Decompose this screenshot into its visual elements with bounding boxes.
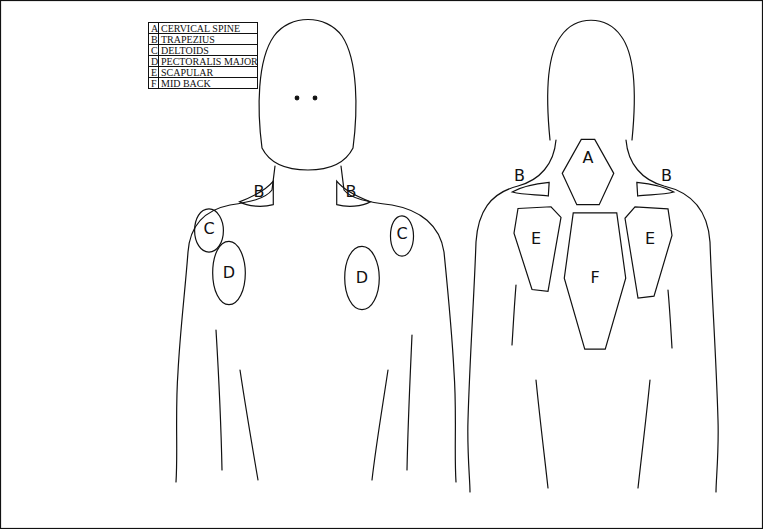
table-name: MID BACK (158, 77, 258, 89)
back-torso-line (536, 380, 548, 488)
region-outline-path (390, 216, 413, 256)
eye (295, 96, 299, 100)
back-torso-line (638, 380, 650, 488)
region-outline-path (562, 139, 614, 204)
back-right-side (626, 140, 718, 492)
front-torso-line (372, 370, 388, 480)
muscle-region: D (212, 240, 246, 306)
front-inner-arm (216, 330, 222, 470)
region-letter: B (254, 184, 265, 200)
front-right-side (341, 166, 456, 482)
back-left-side (468, 140, 556, 492)
region-letter: F (590, 270, 599, 286)
muscle-region: B (238, 180, 274, 208)
region-letter: E (645, 231, 655, 247)
back-inner-arm (512, 285, 516, 345)
region-outline-path (512, 182, 549, 196)
region-letter: B (346, 184, 357, 200)
region-letter: E (531, 231, 541, 247)
muscle-region: B (636, 168, 678, 208)
region-outline-path (213, 241, 246, 304)
front-torso-line (240, 370, 258, 480)
region-outline-path (345, 246, 380, 309)
region-letter: B (661, 168, 672, 184)
region-letter: B (514, 168, 525, 184)
region-outline-path (564, 213, 625, 349)
muscle-region: E (512, 205, 562, 293)
region-letter: A (583, 150, 594, 166)
region-letter: C (203, 221, 214, 237)
front-left-side (176, 166, 275, 482)
region-outline-path (195, 209, 224, 252)
region-outline (560, 138, 616, 206)
muscle-region: B (336, 180, 372, 208)
region-outline-path (637, 182, 674, 196)
region-letter: C (396, 226, 407, 242)
back-inner-arm (668, 290, 672, 348)
back-head (548, 20, 635, 140)
muscle-region: B (508, 168, 550, 208)
region-outline (624, 205, 674, 300)
eye (313, 96, 317, 100)
region-outline-path (337, 181, 371, 206)
region-outline-path (514, 207, 561, 291)
front-head (259, 20, 356, 171)
region-letter: D (223, 265, 235, 281)
muscle-region: E (624, 205, 674, 300)
region-outline (512, 205, 562, 293)
muscle-region: D (344, 245, 380, 311)
region-letter: D (356, 270, 368, 286)
region-outline-path (625, 207, 672, 298)
muscle-region: C (390, 215, 414, 257)
front-inner-arm (407, 335, 412, 470)
region-outline-path (239, 181, 273, 206)
muscle-region: F (563, 210, 627, 352)
muscle-region: A (560, 138, 616, 206)
